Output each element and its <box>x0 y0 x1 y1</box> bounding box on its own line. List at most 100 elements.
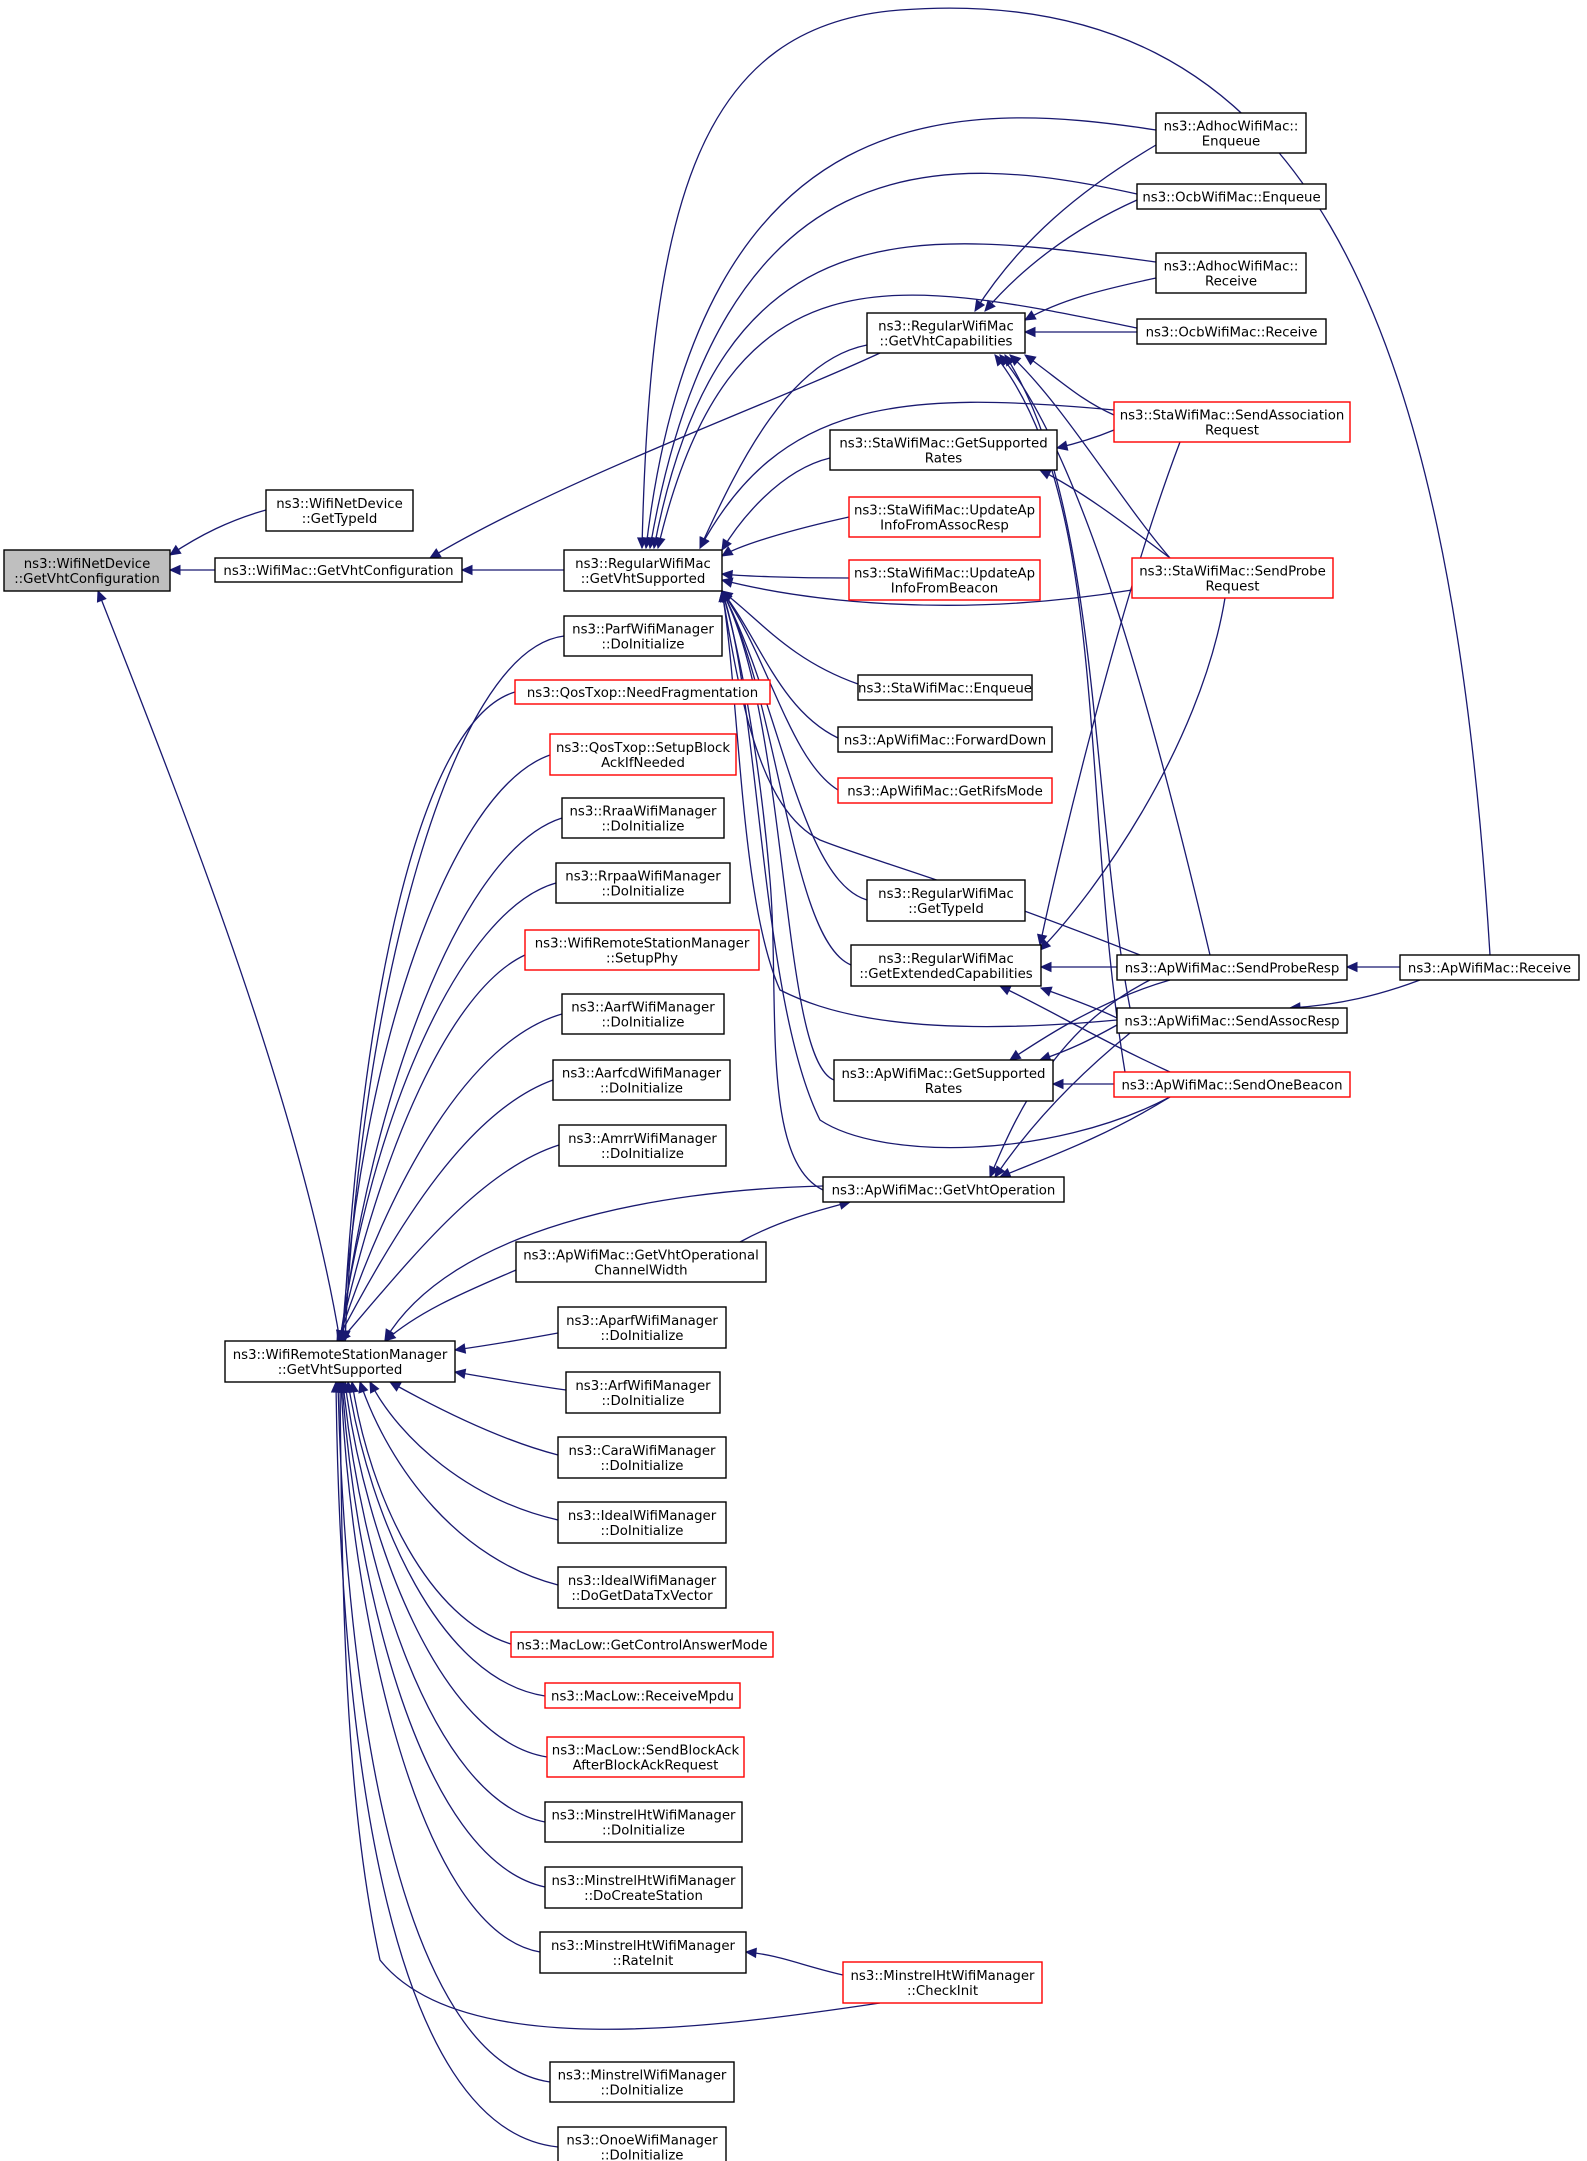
edge-n_sta_sendprobereq-to-n_rwm_getextcap <box>1039 597 1226 951</box>
node-n-rpaa-doinit[interactable]: ns3::RrpaaWifiManager::DoInitialize <box>555 862 731 904</box>
node-n-ap-sendproberesp[interactable]: ns3::ApWifiMac::SendProbeResp <box>1116 954 1348 981</box>
node-label-line: ::DoInitialize <box>602 1394 685 1409</box>
node-n-qos-needfrag[interactable]: ns3::QosTxop::NeedFragmentation <box>514 679 771 705</box>
node-n-wifimac-getvhtconf[interactable]: ns3::WifiMac::GetVhtConfiguration <box>214 557 463 583</box>
node-n-ap-sendonebeacon[interactable]: ns3::ApWifiMac::SendOneBeacon <box>1113 1071 1351 1098</box>
node-n-mht-rateinit[interactable]: ns3::MinstrelHtWifiManager::RateInit <box>539 1931 747 1974</box>
node-label-line: ns3::AarfWifiManager <box>571 1001 715 1016</box>
node-box <box>557 2126 727 2161</box>
node-n-maclow-getctrl[interactable]: ns3::MacLow::GetControlAnswerMode <box>510 1631 774 1658</box>
node-box <box>558 1124 727 1167</box>
edge-line <box>721 590 839 791</box>
edge-line <box>337 1381 551 2083</box>
edge-line <box>641 7 1491 956</box>
node-label-line: ns3::IdealWifiManager <box>568 1509 717 1524</box>
edge-n_sta_updateap_assoc-to-n_rwm_getvhtsupported <box>720 516 850 557</box>
edge-line <box>1004 354 1131 1009</box>
node-n-rwm-getextcap[interactable]: ns3::RegularWifiMac::GetExtendedCapabili… <box>850 944 1042 987</box>
node-n-aarf-doinit[interactable]: ns3::AarfWifiManager::DoInitialize <box>561 993 725 1035</box>
edge-line <box>454 1332 559 1351</box>
node-layer: ns3::WifiNetDevice::GetVhtConfigurationn… <box>3 112 1580 2161</box>
node-n-arf-doinit[interactable]: ns3::ArfWifiManager::DoInitialize <box>565 1371 721 1414</box>
node-n-rwm-getvhtcap[interactable]: ns3::RegularWifiMac::GetVhtCapabilities <box>866 312 1026 354</box>
arrowhead-icon <box>453 1343 467 1354</box>
node-label-line: ::GetTypeId <box>302 512 378 527</box>
arrowhead-icon <box>744 1947 757 1959</box>
edge-line <box>369 1381 559 1521</box>
edge-line <box>721 590 839 739</box>
node-n-sta-updateap-assoc[interactable]: ns3::StaWifiMac::UpdateApInfoFromAssocRe… <box>848 496 1041 538</box>
node-n-mht-checkinit[interactable]: ns3::MinstrelHtWifiManager::CheckInit <box>842 1961 1043 2004</box>
edge-line <box>429 352 881 559</box>
node-n-ap-receive[interactable]: ns3::ApWifiMac::Receive <box>1399 954 1580 981</box>
arrowhead-icon <box>168 564 181 576</box>
node-label-line: ::DoInitialize <box>601 1329 684 1344</box>
node-box <box>544 1801 743 1843</box>
node-n-adhoc-receive[interactable]: ns3::AdhocWifiMac::Receive <box>1155 252 1307 294</box>
arrowhead-icon <box>1008 1049 1022 1061</box>
node-n-mht-doinit[interactable]: ns3::MinstrelHtWifiManager::DoInitialize <box>544 1801 743 1843</box>
node-label-line: ns3::MinstrelHtWifiManager <box>551 1939 736 1954</box>
node-n-parf-doinit[interactable]: ns3::ParfWifiManager::DoInitialize <box>563 615 723 657</box>
node-label-line: ns3::ApWifiMac::ForwardDown <box>844 734 1046 749</box>
node-n-ideal-doinit[interactable]: ns3::IdealWifiManager::DoInitialize <box>557 1501 727 1544</box>
node-n-netdev-gettypeid[interactable]: ns3::WifiNetDevice::GetTypeId <box>265 489 414 532</box>
node-n-rwsm-getvhtsupported[interactable]: ns3::WifiRemoteStationManager::GetVhtSup… <box>224 1340 456 1383</box>
edge-line <box>645 117 1157 549</box>
node-n-mht-docreate[interactable]: ns3::MinstrelHtWifiManager::DoCreateStat… <box>544 1866 743 1909</box>
node-n-adhoc-enqueue[interactable]: ns3::AdhocWifiMac::Enqueue <box>1155 112 1307 154</box>
node-n-ap-getrifsmode[interactable]: ns3::ApWifiMac::GetRifsMode <box>837 777 1053 804</box>
node-box <box>265 489 414 532</box>
node-box <box>857 674 1033 701</box>
node-n-sta-enqueue[interactable]: ns3::StaWifiMac::Enqueue <box>857 674 1033 701</box>
node-n-ap-getvhtopchw[interactable]: ns3::ApWifiMac::GetVhtOperationalChannel… <box>515 1241 767 1283</box>
node-n-aarfcd-doinit[interactable]: ns3::AarfcdWifiManager::DoInitialize <box>552 1059 731 1101</box>
node-n-ap-forwarddown[interactable]: ns3::ApWifiMac::ForwardDown <box>837 726 1053 753</box>
edge-line <box>739 1201 851 1243</box>
node-label-line: Request <box>1205 580 1259 595</box>
node-box <box>1116 1007 1348 1034</box>
node-box <box>1113 401 1351 443</box>
node-n-maclow-sendblockack[interactable]: ns3::MacLow::SendBlockAckAfterBlockAckRe… <box>546 1736 745 1778</box>
edge-line <box>1009 979 1171 1061</box>
node-n-maclow-recvmpdu[interactable]: ns3::MacLow::ReceiveMpdu <box>544 1682 741 1709</box>
node-label-line: ns3::StaWifiMac::UpdateAp <box>854 504 1035 519</box>
node-n-ocb-receive[interactable]: ns3::OcbWifiMac::Receive <box>1136 318 1327 345</box>
node-n-cara-doinit[interactable]: ns3::CaraWifiManager::DoInitialize <box>557 1436 727 1479</box>
arrowhead-icon <box>339 1329 351 1342</box>
edge-n_ap_sendassocresp-to-n_ap_getsuprates <box>1038 1024 1118 1062</box>
node-n-ideal-dogetdata[interactable]: ns3::IdealWifiManager::DoGetDataTxVector <box>557 1566 727 1609</box>
node-n-rwsm-setupphy[interactable]: ns3::WifiRemoteStationManager::SetupPhy <box>524 929 760 971</box>
node-n-minstrel-doinit[interactable]: ns3::MinstrelWifiManager::DoInitialize <box>549 2061 735 2103</box>
node-n-ap-getvhtop[interactable]: ns3::ApWifiMac::GetVhtOperation <box>822 1176 1065 1203</box>
node-n-raa-doinit[interactable]: ns3::RraaWifiManager::DoInitialize <box>561 797 725 839</box>
node-box <box>549 2061 735 2103</box>
node-n-onoe-doinit[interactable]: ns3::OnoeWifiManager::DoInitialize <box>557 2126 727 2161</box>
node-label-line: ns3::ApWifiMac::SendOneBeacon <box>1121 1079 1342 1094</box>
node-n-aparf-doinit[interactable]: ns3::AparfWifiManager::DoInitialize <box>557 1306 727 1349</box>
edge-n_mht_checkinit-to-n_mht_rateinit <box>744 1947 844 1976</box>
node-box <box>214 557 463 583</box>
edge-line <box>344 635 565 1342</box>
node-n-rwm-gettypeid[interactable]: ns3::RegularWifiMac::GetTypeId <box>866 879 1026 922</box>
edge-n_netdev_gettypeid-to-root <box>168 509 267 556</box>
node-label-line: AfterBlockAckRequest <box>573 1759 719 1774</box>
node-root[interactable]: ns3::WifiNetDevice::GetVhtConfiguration <box>3 549 171 592</box>
node-n-ap-sendassocresp[interactable]: ns3::ApWifiMac::SendAssocResp <box>1116 1007 1348 1034</box>
edge-n_sta_updateap_beacon-to-n_rwm_getvhtsupported <box>720 569 850 581</box>
node-label-line: Rates <box>925 452 962 467</box>
node-n-amrr-doinit[interactable]: ns3::AmrrWifiManager::DoInitialize <box>558 1124 727 1167</box>
node-label-line: ::DoInitialize <box>601 1459 684 1474</box>
node-label-line: ns3::WifiNetDevice <box>24 557 151 572</box>
node-n-rwm-getvhtsupported[interactable]: ns3::RegularWifiMac::GetVhtSupported <box>563 549 723 592</box>
edge-line <box>169 509 267 556</box>
node-n-ocb-enqueue[interactable]: ns3::OcbWifiMac::Enqueue <box>1136 183 1327 210</box>
node-box <box>837 777 1053 804</box>
node-box <box>1131 557 1334 599</box>
